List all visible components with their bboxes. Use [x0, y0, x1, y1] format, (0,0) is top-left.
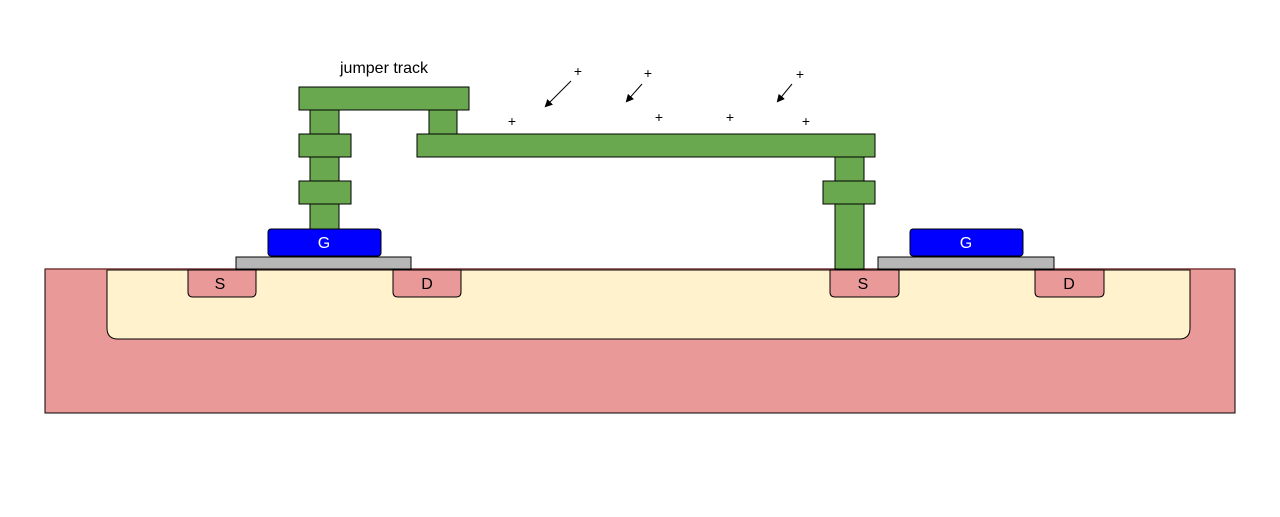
gate-right — [909, 228, 1024, 257]
charge-symbol: + — [796, 66, 804, 82]
plasma-charges: + + + + + + + — [508, 63, 810, 129]
long-metal-track — [416, 133, 876, 158]
charge-symbol: + — [802, 113, 810, 129]
arrow-down-left-icon — [776, 83, 793, 103]
gate-oxide-left — [235, 256, 412, 270]
charge-symbol: + — [655, 109, 663, 125]
charge-symbol: + — [726, 109, 734, 125]
charge-symbol: + — [644, 65, 652, 81]
gate-label-left: G — [318, 235, 330, 252]
jumper-track — [298, 86, 470, 135]
charge-symbol: + — [574, 63, 582, 79]
source-diffusion-left — [187, 269, 257, 298]
source-label-left: S — [215, 276, 226, 293]
n-well — [106, 269, 1191, 340]
drain-diffusion-right — [1034, 269, 1105, 298]
gate-label-right: G — [960, 235, 972, 252]
jumper-track-label: jumper track — [339, 60, 429, 77]
via-stack-right — [822, 156, 876, 270]
drain-diffusion-left — [392, 269, 462, 298]
drain-label-right: D — [1063, 276, 1075, 293]
arrow-down-left-icon — [544, 80, 572, 108]
drain-label-left: D — [421, 276, 433, 293]
source-label-right: S — [858, 276, 869, 293]
charge-symbol: + — [508, 113, 516, 129]
charge-arrows — [544, 80, 793, 108]
arrow-down-left-icon — [625, 83, 643, 103]
source-diffusion-right — [829, 269, 900, 298]
gate-oxide-right — [877, 256, 1055, 270]
via-stack-left — [298, 109, 352, 230]
